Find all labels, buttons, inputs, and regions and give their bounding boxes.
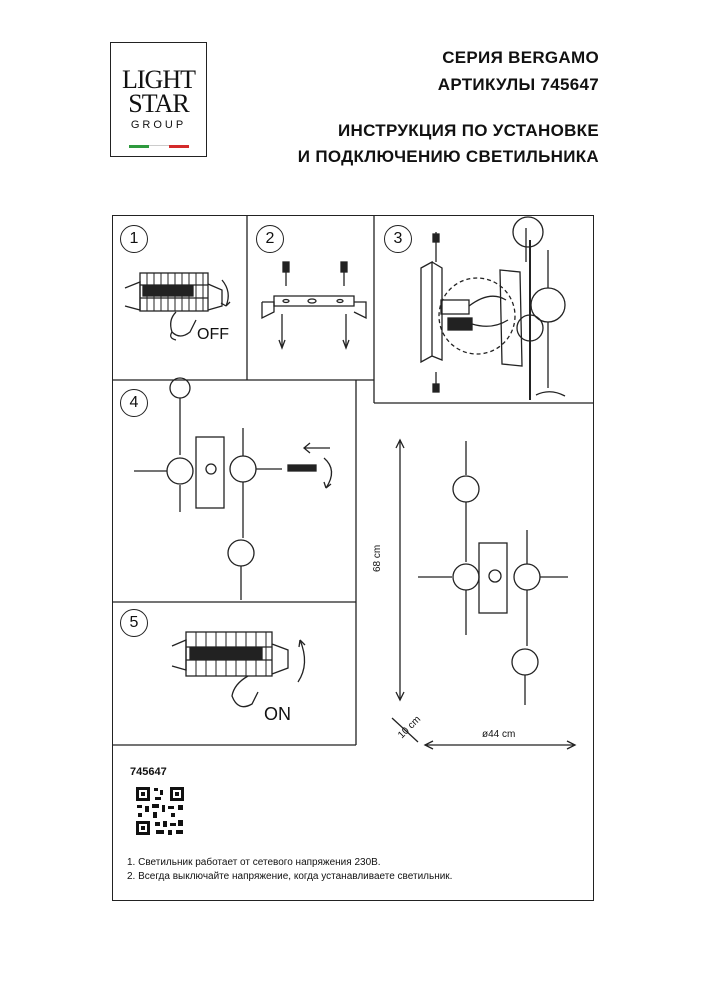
step-number-3: 3 [384,225,412,253]
instruction-title-line-1: ИНСТРУКЦИЯ ПО УСТАНОВКЕ [338,121,599,140]
dimension-drawing [391,438,577,750]
step-number-4: 4 [120,389,148,417]
breaker-off-diagram [124,272,231,341]
note-1: 1. Светильник работает от сетевого напря… [127,857,381,868]
logo-line-3: GROUP [130,119,187,131]
article-code: 745647 [130,766,167,778]
note-2: 2. Всегда выключайте напряжение, когда у… [127,871,453,882]
series-title: СЕРИЯ BERGAMO [442,48,599,67]
wiring-connection-diagram [420,216,566,400]
instruction-title-line-2: И ПОДКЛЮЧЕНИЮ СВЕТИЛЬНИКА [297,147,599,166]
article-title: АРТИКУЛЫ 745647 [437,75,599,94]
height-dimension-label: 68 cm [372,544,383,572]
breaker-on-diagram [171,631,306,708]
step-number-2: 2 [256,225,284,253]
mounting-bracket-diagram [261,261,367,350]
width-dimension-label: ø44 cm [482,729,516,740]
step-number-1: 1 [120,225,148,253]
qr-code [136,787,184,835]
instruction-frame [112,215,594,901]
brand-logo: LIGHT STAR GROUP [110,42,207,157]
lamp-assembly-diagram [134,377,333,600]
off-label: OFF [197,326,229,343]
on-label: ON [264,704,291,724]
italian-flag-stripe [129,145,189,148]
step-number-5: 5 [120,609,148,637]
logo-line-1: LIGHT [122,65,196,94]
logo-line-2: STAR [128,89,189,118]
